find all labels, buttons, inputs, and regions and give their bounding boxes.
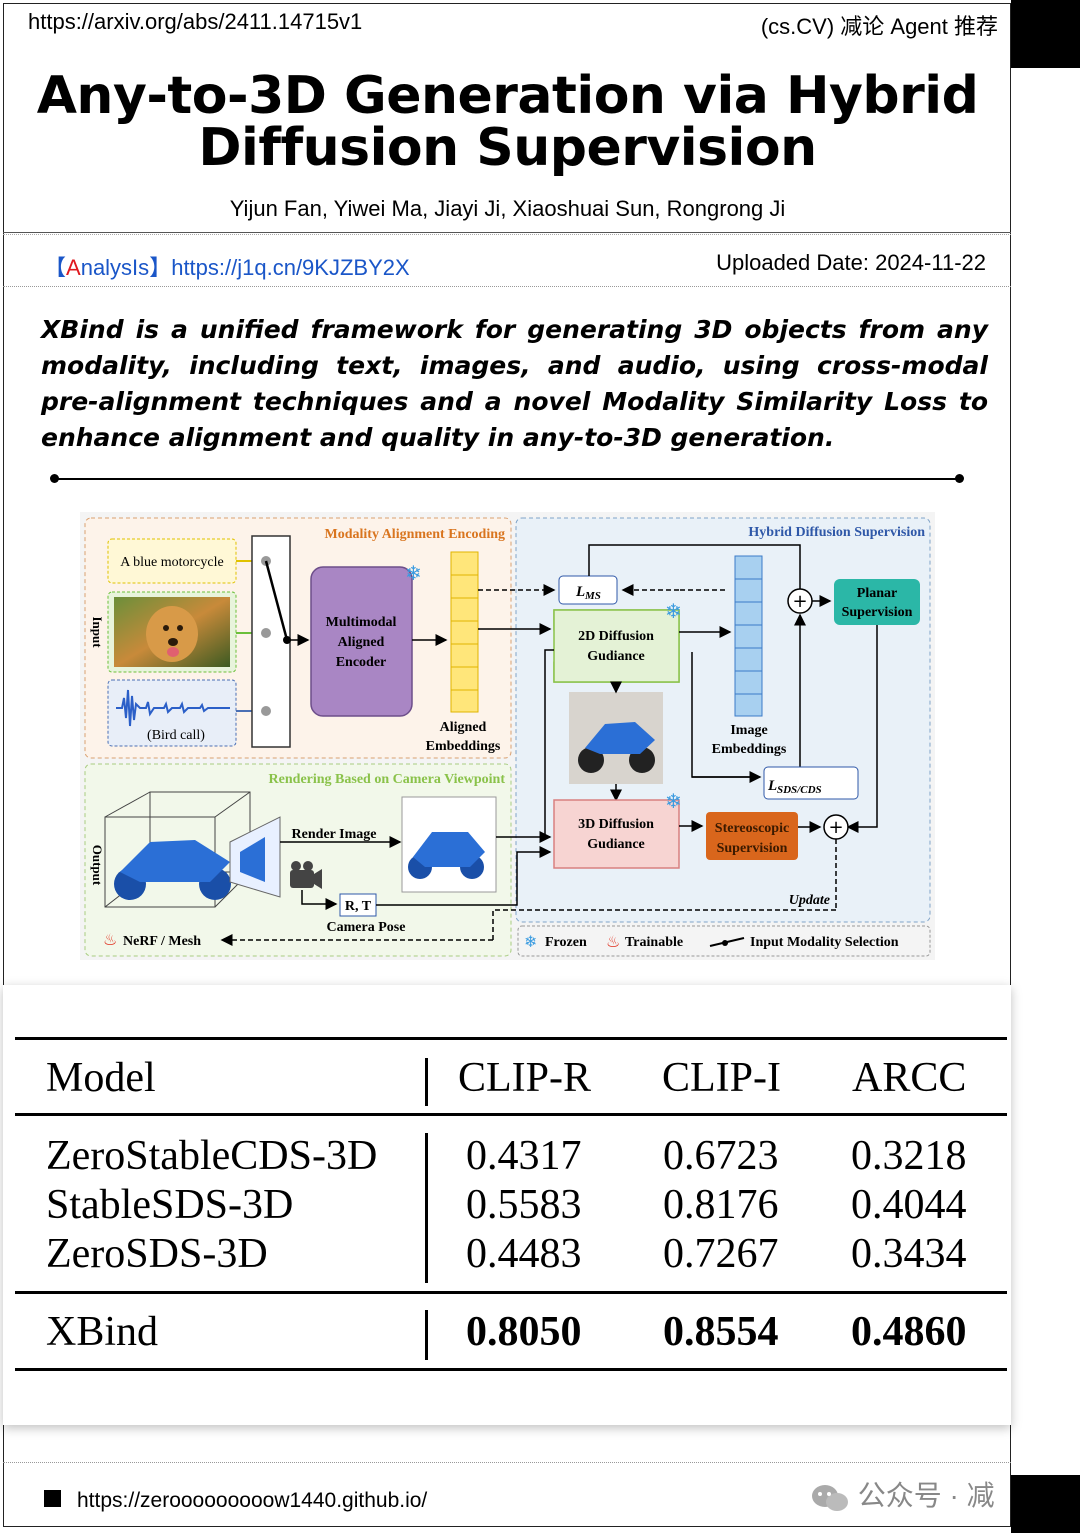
best-model: XBind [46, 1309, 159, 1355]
category-label: (cs.CV) 减论 Agent 推荐 [760, 14, 998, 39]
corner-tab [1011, 0, 1080, 68]
svg-text:Camera Pose: Camera Pose [327, 920, 406, 935]
snowflake-icon: ❄ [524, 932, 537, 951]
svg-text:Image: Image [730, 723, 767, 738]
rule-dot [955, 474, 964, 483]
wechat-watermark: 公众号 · 减 [810, 1474, 995, 1514]
svg-text:+: + [792, 591, 807, 612]
row-model: ZeroSDS-3D [46, 1231, 268, 1277]
lms-loss-box [558, 575, 618, 605]
svg-text:NeRF / Mesh: NeRF / Mesh [123, 934, 201, 949]
svg-text:Trainable: Trainable [625, 935, 683, 950]
divider [3, 1462, 1011, 1463]
svg-text:Multimodal: Multimodal [326, 615, 397, 630]
wechat-icon [812, 1484, 848, 1511]
row-value: 0.7267 [663, 1231, 779, 1277]
svg-text:SDS/CDS: SDS/CDS [777, 784, 822, 796]
svg-text:A blue motorcycle: A blue motorcycle [120, 555, 223, 570]
rule-dot [50, 474, 59, 483]
uploaded-date: Uploaded Date: 2024-11-22 [716, 250, 986, 275]
svg-text:Update: Update [789, 893, 830, 908]
row-value: 0.4483 [466, 1231, 582, 1277]
divider [3, 234, 1011, 235]
svg-text:Embeddings: Embeddings [712, 742, 787, 757]
corner-tab-bottom [1011, 1475, 1080, 1533]
row-value: 0.5583 [466, 1182, 582, 1228]
planar-supervision [834, 579, 920, 625]
bullet-square [44, 1490, 61, 1507]
page-frame [3, 3, 1011, 1527]
svg-text:Frozen: Frozen [545, 935, 587, 950]
svg-text:Render Image: Render Image [292, 827, 377, 842]
svg-text:L: L [767, 778, 777, 794]
svg-text:Supervision: Supervision [717, 841, 788, 856]
row-value: 0.3434 [851, 1231, 967, 1277]
fire-icon: ♨ [606, 932, 620, 951]
svg-text:(Bird call): (Bird call) [147, 728, 205, 743]
svg-text:Gudiance: Gudiance [587, 837, 645, 852]
svg-text:Supervision: Supervision [842, 605, 913, 620]
svg-text:Gudiance: Gudiance [587, 649, 645, 664]
method-diagram: Modality Alignment Encoding Hybrid Diffu… [80, 512, 935, 960]
aligned-embeddings [450, 551, 479, 713]
svg-text:2D Diffusion: 2D Diffusion [578, 629, 654, 644]
paper-authors: Yijun Fan, Yiwei Ma, Jiayi Ji, Xiaoshuai… [229, 196, 786, 221]
snowflake-icon: ❄ [665, 789, 682, 813]
svg-text:Embeddings: Embeddings [426, 739, 501, 754]
analysis-link[interactable]: 【AnalysIs】https://j1q.cn/9KJZBY2X [44, 255, 410, 280]
svg-text:+: + [828, 817, 843, 838]
header-model: Model [46, 1055, 156, 1101]
text-input-box [107, 538, 237, 584]
snowflake-icon: ❄ [405, 561, 422, 585]
fire-icon: ♨ [103, 930, 117, 949]
snowflake-icon: ❄ [665, 599, 682, 623]
row-value: 0.8176 [663, 1182, 779, 1228]
arxiv-url[interactable]: https://arxiv.org/abs/2411.14715v1 [28, 9, 363, 34]
svg-text:R, T: R, T [345, 899, 372, 914]
svg-text:Input Modality Selection: Input Modality Selection [750, 935, 899, 950]
audio-waveform [116, 689, 230, 727]
modality-title: Modality Alignment Encoding [325, 527, 505, 542]
svg-text:Encoder: Encoder [336, 655, 387, 670]
header-clip-r: CLIP-R [458, 1055, 592, 1101]
best-value: 0.8554 [663, 1309, 779, 1355]
svg-text:MS: MS [584, 590, 601, 602]
best-value: 0.4860 [851, 1309, 967, 1355]
row-model: ZeroStableCDS-3D [46, 1133, 378, 1179]
output-label: Output [90, 845, 105, 886]
image-embeddings [734, 555, 763, 717]
divider [3, 286, 1011, 287]
hybrid-title: Hybrid Diffusion Supervision [748, 525, 925, 540]
svg-text:Stereoscopic: Stereoscopic [715, 821, 789, 836]
paper-summary: XBind is a unified framework for generat… [41, 315, 988, 452]
encoder-box [310, 566, 413, 717]
lsds-loss-box [763, 766, 859, 800]
svg-text:Aligned: Aligned [338, 635, 385, 650]
section-rule [54, 478, 962, 480]
row-model: StableSDS-3D [46, 1182, 294, 1228]
svg-text:Planar: Planar [857, 586, 897, 601]
project-url[interactable]: https://zerooooooooow1440.github.io/ [77, 1489, 428, 1512]
row-value: 0.4044 [851, 1182, 967, 1228]
results-table: Model CLIP-R CLIP-I ARCC ZeroStableCDS-3… [3, 985, 1011, 1425]
row-value: 0.6723 [663, 1133, 779, 1179]
stereo-supervision [706, 812, 798, 860]
svg-text:3D Diffusion: 3D Diffusion [578, 817, 654, 832]
rendering-title: Rendering Based on Camera Viewpoint [269, 772, 506, 787]
paper-title: Any-to-3D Generation via Hybrid Diffusio… [36, 66, 979, 178]
header-arcc: ARCC [852, 1055, 967, 1101]
svg-text:Aligned: Aligned [440, 720, 487, 735]
row-value: 0.3218 [851, 1133, 967, 1179]
input-label: Input [90, 616, 105, 648]
diffusion-3d [553, 799, 680, 869]
divider [3, 232, 1011, 233]
camera-icon [290, 861, 322, 889]
best-value: 0.8050 [466, 1309, 582, 1355]
audio-input-box [107, 679, 237, 747]
header-clip-i: CLIP-I [662, 1055, 781, 1101]
svg-text:L: L [575, 584, 585, 600]
row-value: 0.4317 [466, 1133, 582, 1179]
